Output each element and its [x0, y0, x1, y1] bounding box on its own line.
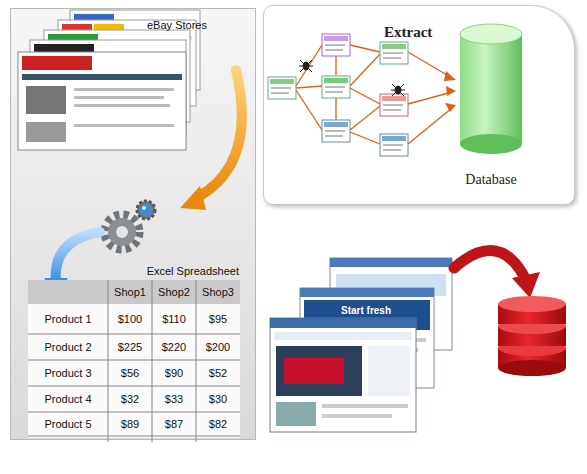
database-icon	[498, 296, 566, 376]
column-header: Shop3	[196, 285, 240, 299]
row-header: Product 4	[28, 392, 108, 406]
table-cell: $90	[152, 366, 196, 380]
table-cell: $100	[108, 312, 152, 326]
row-header: Product 3	[28, 366, 108, 380]
screenshot-text: Start fresh	[306, 304, 426, 318]
table-cell: $33	[152, 392, 196, 406]
column-header: Shop1	[108, 285, 152, 299]
table-cell: $82	[196, 417, 240, 431]
table-cell: $52	[196, 366, 240, 380]
database-label: Database	[446, 172, 536, 188]
table-cell: $95	[196, 312, 240, 326]
table-cell: $200	[196, 340, 240, 354]
curved-arrow	[454, 251, 526, 280]
table-cell: $110	[152, 312, 196, 326]
website-screenshots	[270, 258, 452, 432]
table-cell: $30	[196, 392, 240, 406]
row-header: Product 2	[28, 340, 108, 354]
cylinder-shape	[454, 20, 528, 160]
column-header: Shop2	[152, 285, 196, 299]
panel-title: Excel Spreadsheet	[103, 263, 239, 279]
table-cell: $56	[108, 366, 152, 380]
table-cell: $225	[108, 340, 152, 354]
table-cell: $220	[152, 340, 196, 354]
extract-panel: ExtractDatabase	[263, 5, 575, 205]
panel-title: Extract	[384, 24, 474, 40]
table-cell: $89	[108, 417, 152, 431]
panel-title: eBay Stores	[147, 17, 251, 33]
row-header: Product 1	[28, 312, 108, 326]
row-header: Product 5	[28, 417, 108, 431]
database-cylinder: Database	[454, 20, 528, 192]
arrow-head	[512, 272, 540, 298]
table-cell: $32	[108, 392, 152, 406]
table-cell: $87	[152, 417, 196, 431]
